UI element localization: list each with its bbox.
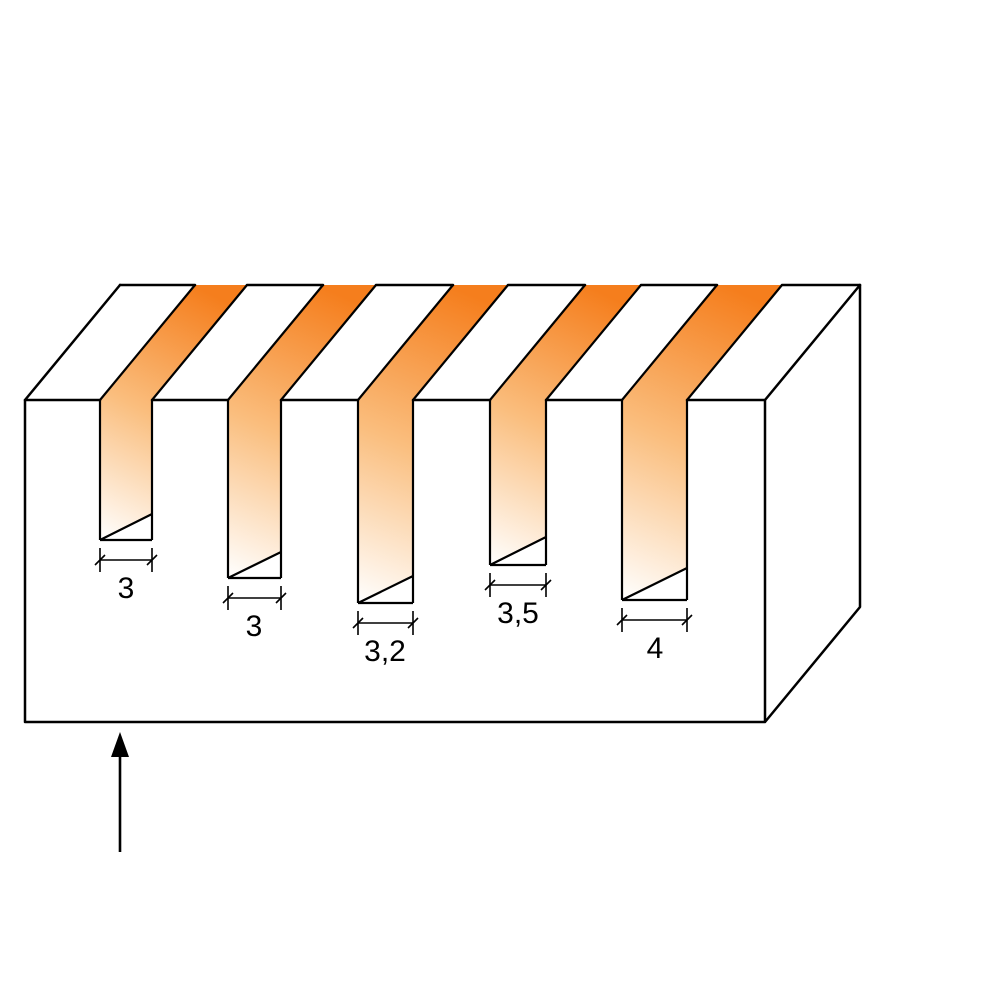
groove-slot-3 (356, 284, 509, 605)
groove-slot-1 (98, 284, 248, 542)
groove-outline (620, 284, 783, 602)
dimension-label: 4 (647, 632, 664, 665)
dimension-label: 3,5 (497, 597, 539, 630)
dimension-annotation-2 (222, 586, 287, 610)
groove-outline (488, 284, 642, 567)
right-face (765, 285, 860, 722)
block-silhouette (23, 283, 862, 724)
groove-wall-face (228, 285, 376, 578)
dimension-annotation-5 (616, 608, 693, 632)
dimension-annotation-1 (94, 548, 158, 572)
groove-outline (98, 284, 248, 542)
groove-slot-5 (620, 284, 783, 602)
groove-slot-4 (488, 284, 642, 567)
feed-direction-arrow-icon (111, 732, 129, 852)
groove-outline (356, 284, 509, 605)
dimension-label: 3,2 (364, 635, 406, 668)
dimension-annotation-3 (352, 611, 419, 635)
dimension-label: 3 (118, 572, 135, 605)
dimension-ticks (352, 617, 419, 629)
dimension-label: 3 (246, 610, 263, 643)
groove-wall-face (100, 285, 247, 540)
block-outline (23, 283, 862, 724)
groove-wall-face (622, 285, 782, 600)
dimension-ticks (222, 592, 287, 604)
dimension-annotation-4 (484, 573, 552, 597)
groove-slot-2 (226, 284, 377, 580)
dimension-ticks (484, 579, 552, 591)
groove-outline (226, 284, 377, 580)
dimension-ticks (616, 614, 693, 626)
dimension-ticks (94, 554, 158, 566)
groove-wall-face (358, 285, 508, 603)
